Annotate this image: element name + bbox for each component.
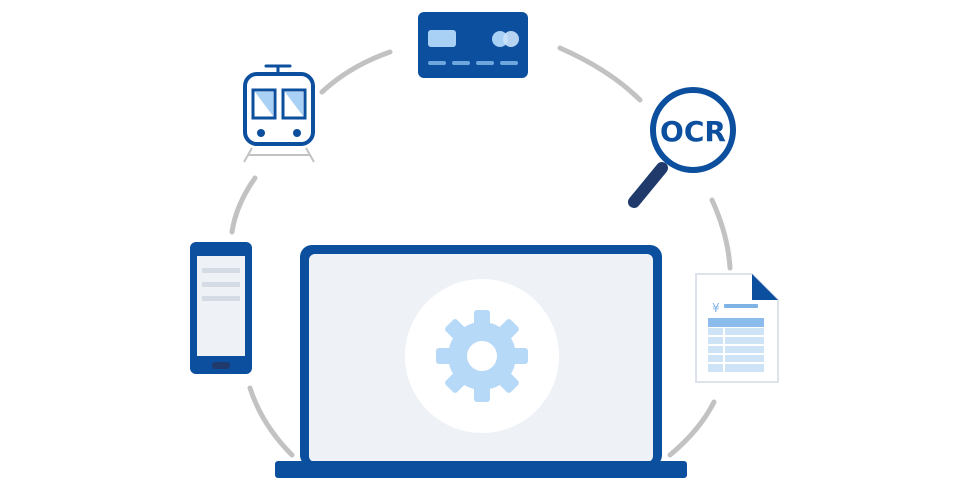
ocr-label: OCR [660, 115, 726, 148]
credit-card-icon [418, 12, 528, 78]
arc-train-to-phone [229, 175, 258, 235]
card-logo-left [492, 31, 508, 47]
card-logo-right [503, 31, 519, 47]
magnifier-lens [650, 87, 736, 173]
card-body [418, 12, 528, 78]
gear-icon [436, 310, 528, 402]
train-window-right-glare [285, 92, 303, 116]
laptop-base [275, 461, 687, 478]
train-rails [243, 147, 315, 163]
phone-home-button [212, 362, 230, 369]
document-folded-corner [752, 274, 778, 300]
card-number-dashes [428, 61, 518, 65]
arc-ocr-to-document [709, 197, 733, 271]
train-icon [243, 64, 315, 163]
card-chip [428, 30, 456, 47]
document-yen-mark: ¥ [712, 301, 720, 315]
train-headlight-right [293, 129, 301, 137]
magnifier-handle [628, 162, 668, 208]
arc-phone-to-laptop [247, 385, 295, 458]
smartphone-icon [190, 242, 252, 374]
train-headlight-left [257, 129, 265, 137]
train-window-left-glare [255, 92, 273, 116]
invoice-document-icon: ¥ [695, 273, 779, 383]
arc-card-to-ocr [557, 45, 643, 103]
document-title-line [724, 304, 758, 308]
ocr-magnifier-icon: OCR [628, 87, 736, 208]
arc-train-to-card [319, 49, 393, 95]
document-table [708, 318, 764, 372]
laptop-gear-icon [275, 245, 687, 478]
arc-document-to-laptop [667, 399, 717, 458]
phone-content-lines [202, 268, 240, 301]
gear-hole [467, 341, 497, 371]
connector-arcs [229, 45, 733, 458]
